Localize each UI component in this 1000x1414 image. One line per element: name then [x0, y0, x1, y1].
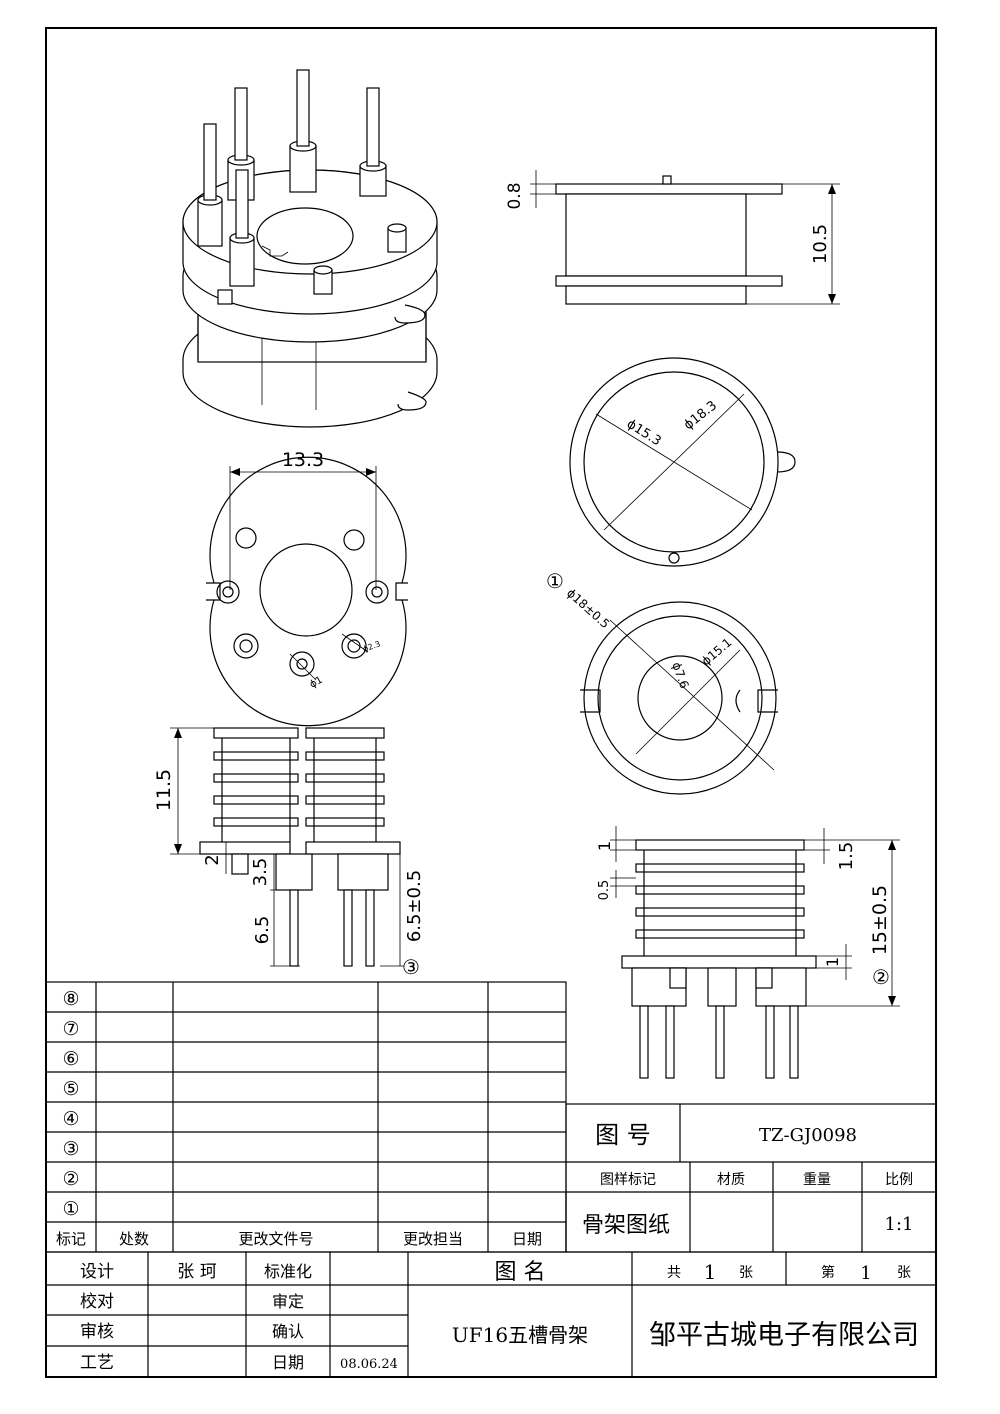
drawing-no: TZ-GJ0098 [759, 1125, 857, 1146]
bottom-view [204, 456, 410, 727]
rev-mark-4: ④ [62, 1108, 79, 1130]
company-name: 邹平古城电子有限公司 [649, 1320, 919, 1351]
page-value: 1 [860, 1263, 871, 1284]
rev-mark-5: ⑤ [62, 1078, 79, 1100]
rev-mark-3: ③ [62, 1138, 79, 1160]
audit-label: 审核 [80, 1322, 114, 1342]
scale-value: 1:1 [885, 1214, 914, 1235]
rev-mark-1: ① [62, 1198, 79, 1220]
dim-body-height: 11.5 [153, 769, 175, 811]
process-label: 工艺 [80, 1353, 114, 1373]
total-value: 1 [704, 1260, 717, 1284]
page-unit: 张 [897, 1265, 911, 1281]
date: 08.06.24 [340, 1357, 398, 1372]
rev-mark-6: ⑥ [62, 1048, 79, 1070]
rev-header-date: 日期 [512, 1230, 542, 1248]
dim-flange-gap: 1 [595, 841, 614, 851]
weight-label: 重量 [803, 1172, 831, 1188]
dim-step-height: 2 [202, 854, 223, 865]
dim-slot-wall: 0.5 [597, 880, 612, 901]
dim-boss-height: 3.5 [250, 858, 271, 887]
rev-header-mark: 标记 [56, 1230, 86, 1248]
callout-3: ③ [402, 955, 420, 979]
dim-flange-thickness: 0.8 [505, 182, 525, 209]
sheet-unit: 张 [739, 1265, 753, 1281]
dim-pin-length: 6.5 [252, 916, 273, 945]
rev-mark-8: ⑧ [62, 988, 79, 1010]
date-label: 日期 [272, 1353, 304, 1372]
revision-table-grid [45, 981, 567, 1253]
drawing-no-label: 图 号 [595, 1121, 651, 1149]
checker-label: 校对 [80, 1292, 114, 1312]
rev-mark-2: ② [62, 1168, 79, 1190]
dim-pin-length-tol: 6.5±0.5 [404, 870, 425, 942]
callout-2: ② [872, 965, 890, 989]
bottom-title-grid [45, 1251, 937, 1378]
designer-label: 设计 [80, 1262, 114, 1282]
dim-core-hole: ϕ7.6 [669, 660, 691, 690]
rev-header-count: 处数 [119, 1230, 149, 1248]
drawing-mark-label: 图样标记 [600, 1172, 656, 1188]
rev-header-owner: 更改担当 [403, 1230, 463, 1248]
total-label: 共 [667, 1265, 681, 1281]
standardize-label: 标准化 [264, 1262, 312, 1281]
dim-outer-diameter-top: ϕ18.3 [681, 398, 720, 433]
dim-top-gap: 1.5 [836, 842, 857, 871]
drawing-name: UF16五槽骨架 [452, 1323, 588, 1347]
dim-total-height-right: 15±0.5 [869, 885, 891, 955]
top-view-circle [569, 357, 796, 567]
material-label: 材质 [717, 1172, 745, 1188]
dim-core-outer: ϕ15.1 [699, 635, 735, 668]
section-circle [580, 601, 778, 795]
scale-label: 比例 [885, 1172, 913, 1188]
part-type: 骨架图纸 [582, 1213, 670, 1238]
page-label: 第 [821, 1264, 835, 1281]
isometric-view [182, 69, 438, 428]
designer: 张 珂 [177, 1262, 216, 1282]
confirm-label: 确认 [272, 1322, 304, 1341]
review-label: 审定 [272, 1292, 304, 1311]
front-view-right [610, 826, 900, 1079]
dim-width-bottom: 13.3 [282, 449, 324, 471]
dim-inner-diameter-top: ϕ15.3 [624, 417, 664, 450]
dim-total-height-top: 10.5 [810, 224, 831, 264]
dim-step-right: 1 [823, 957, 842, 967]
dim-flange-diameter: ϕ18±0.5 [564, 586, 612, 631]
rev-mark-7: ⑦ [62, 1018, 79, 1040]
side-view-top [530, 170, 840, 305]
rev-header-file: 更改文件号 [238, 1230, 313, 1248]
callout-1: ① [546, 569, 564, 593]
drawing-name-label: 图 名 [495, 1260, 546, 1285]
front-view-left [170, 727, 404, 967]
dim-pin-hole: ϕ1 [308, 675, 325, 691]
